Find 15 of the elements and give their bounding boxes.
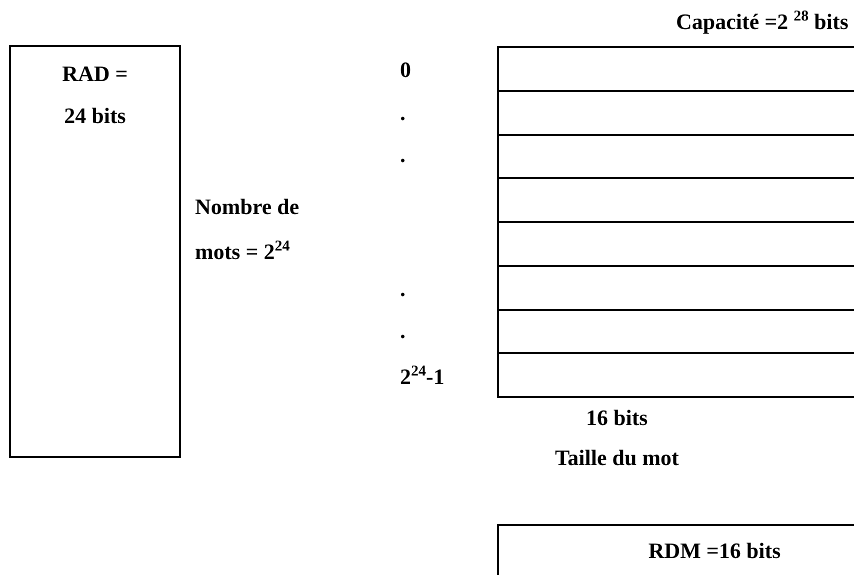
capacity-label: Capacité =2 $^{28}$ bits bbox=[676, 9, 848, 35]
ellipsis-dot: . bbox=[400, 276, 406, 302]
word-count-label: Nombre de mots = 2$^{24}$ bbox=[195, 193, 300, 266]
word-size-label: 16 bits bbox=[586, 405, 648, 431]
memory-block bbox=[497, 46, 854, 398]
ellipsis-dot: . bbox=[400, 318, 406, 344]
register-box bbox=[497, 524, 854, 575]
address-label: 0 bbox=[400, 57, 411, 83]
register-label: RDM =16 bits bbox=[647, 538, 782, 564]
ellipsis-dot: . bbox=[400, 142, 406, 168]
ellipsis-dot: . bbox=[400, 100, 406, 126]
word-size-caption: Taille du mot bbox=[555, 445, 679, 471]
register-label: RAD = 24 bits bbox=[61, 60, 129, 130]
address-label: 2$^{24}$-1 bbox=[400, 364, 444, 390]
register-box bbox=[9, 45, 181, 458]
